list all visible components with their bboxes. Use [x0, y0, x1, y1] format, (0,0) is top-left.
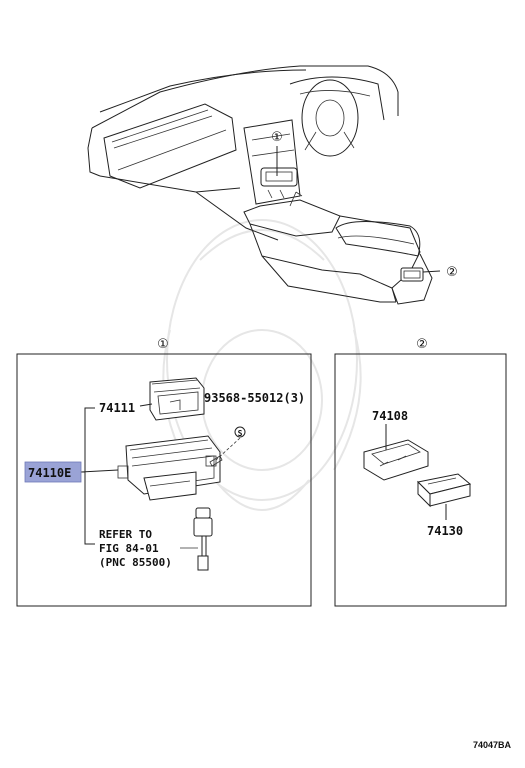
highlight-box	[24, 461, 82, 483]
panel-2-frame	[334, 353, 507, 607]
refer-note-line-2: FIG 84-01	[99, 542, 159, 555]
callout-1: ①	[271, 130, 283, 145]
panel-1-header: ①	[157, 337, 169, 352]
part-number-74110e[interactable]: 74110E	[28, 466, 71, 480]
part-number-74108[interactable]: 74108	[372, 409, 408, 423]
panel-1-frame	[16, 353, 312, 607]
part-74110e-illustration	[117, 435, 221, 501]
refer-note-line-3: (PNC 85500)	[99, 556, 172, 569]
callout-2-label: ②	[446, 265, 458, 280]
part-number-93568-55012[interactable]: 93568-55012(3)	[204, 391, 305, 405]
refer-note-line-1: REFER TO	[99, 528, 152, 541]
bulb-socket-illustration	[180, 507, 213, 571]
callout-1-label: ①	[271, 130, 283, 145]
dashboard-overview-illustration	[87, 65, 441, 305]
part-number-74110e-highlight[interactable]: 74110E	[24, 461, 82, 483]
part-74130-illustration	[416, 473, 472, 508]
part-93568-screw-illustration	[209, 426, 246, 467]
part-74111-illustration	[149, 377, 205, 421]
illustration-reference: 74047BA	[473, 740, 512, 750]
callout-2: ②	[446, 265, 458, 280]
part-number-74130[interactable]: 74130	[427, 524, 463, 538]
assembly-bracket	[84, 407, 95, 545]
screw-marker: S	[238, 429, 243, 438]
part-74108-illustration	[363, 439, 429, 481]
part-number-74111[interactable]: 74111	[99, 401, 135, 415]
panel-2-header: ②	[416, 337, 428, 352]
